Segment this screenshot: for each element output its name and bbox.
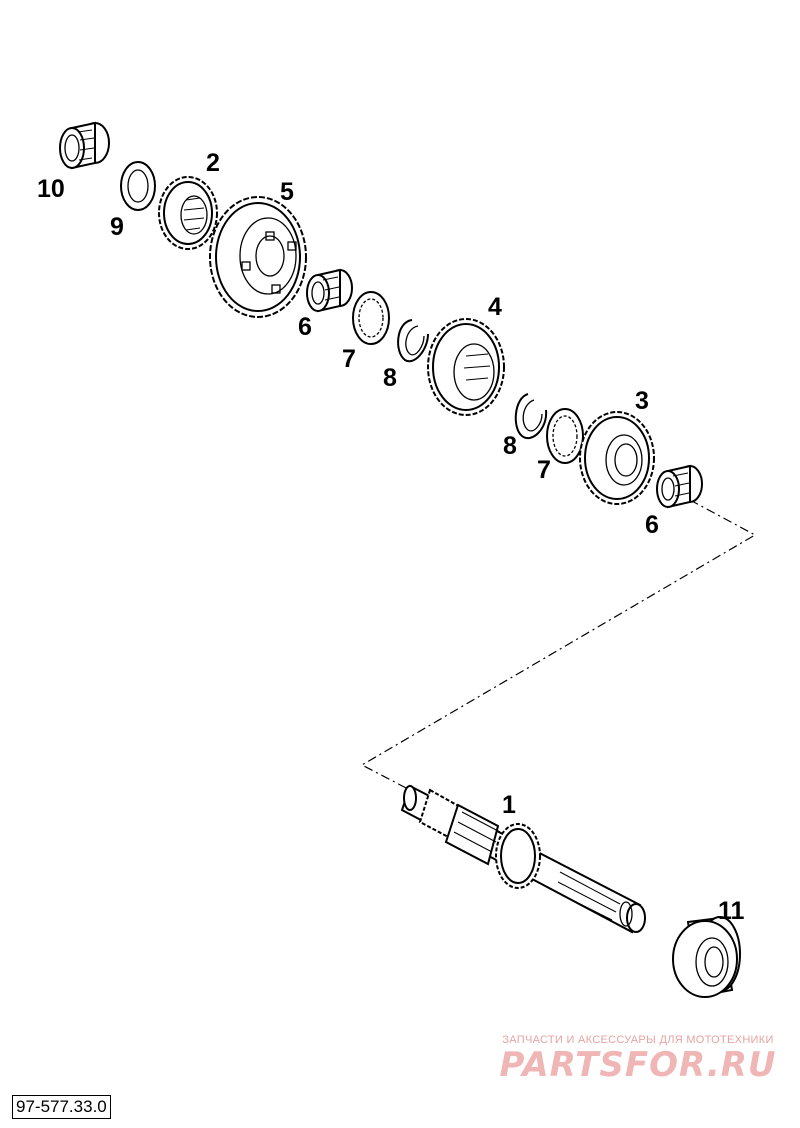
part-2-small-gear [158, 176, 218, 250]
part-7-thrust-washer-upper [352, 291, 390, 345]
part-7-thrust-washer-lower [546, 408, 584, 464]
callout-1: 1 [502, 791, 516, 819]
part-11-ball-bearing [672, 916, 741, 998]
watermark-tagline: ЗАПЧАСТИ И АКСЕССУАРЫ ДЛЯ МОТОТЕХНИКИ [502, 1034, 774, 1046]
part-1-main-shaft [400, 784, 646, 934]
part-8-circlip-upper [397, 319, 429, 363]
callout-8-upper: 8 [383, 364, 397, 392]
part-9-washer [120, 161, 156, 211]
part-5-large-gear [209, 196, 307, 318]
callout-9: 9 [110, 213, 124, 241]
assembly-axis-line [360, 499, 757, 791]
watermark: ЗАПЧАСТИ И АКСЕССУАРЫ ДЛЯ МОТОТЕХНИКИ PA… [488, 1034, 788, 1084]
callout-6-upper: 6 [298, 313, 312, 341]
callout-4: 4 [488, 293, 502, 321]
callout-3: 3 [635, 387, 649, 415]
part-6-needle-bearing-lower [656, 464, 703, 509]
callout-5: 5 [280, 178, 294, 206]
callout-7-lower: 7 [537, 456, 551, 484]
callout-6-lower: 6 [645, 511, 659, 539]
callout-2: 2 [206, 149, 220, 177]
part-4-medium-gear [427, 318, 505, 416]
part-6-needle-bearing-upper [306, 268, 353, 313]
part-3-gear [579, 411, 655, 505]
callout-7-upper: 7 [342, 345, 356, 373]
callout-11: 11 [718, 897, 745, 925]
callout-8-lower: 8 [503, 432, 517, 460]
document-number: 97-577.33.0 [12, 1095, 111, 1119]
part-8-circlip-lower [514, 393, 548, 439]
watermark-brand: PARTSFOR.RU [499, 1045, 777, 1085]
part-10-needle-bearing [59, 121, 110, 170]
callout-10: 10 [37, 175, 65, 203]
